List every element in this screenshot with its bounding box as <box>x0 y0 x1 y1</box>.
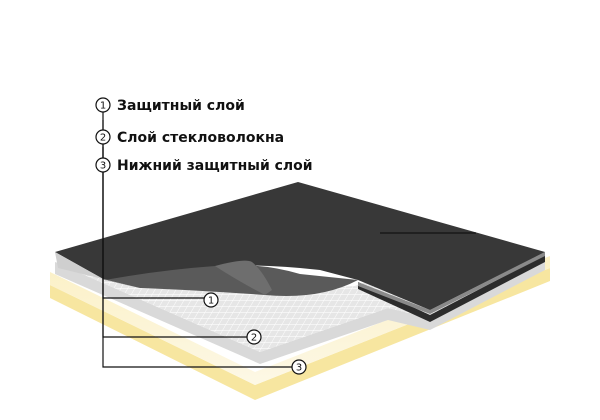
callout-circle-3 <box>291 359 307 375</box>
callout-circle-1 <box>203 292 219 308</box>
legend-num-2: 2 <box>100 133 106 144</box>
callout-num-1: 1 <box>208 296 214 307</box>
legend-num-circle-2 <box>95 129 111 145</box>
legend-label-1: Защитный слой <box>117 98 245 114</box>
callout-num-3: 3 <box>296 363 302 374</box>
legend-item-3: 3 Нижний защитный слой <box>95 157 313 174</box>
legend-label-3: Нижний защитный слой <box>117 158 313 174</box>
callout-3: 3 <box>291 359 307 375</box>
legend-item-1: 1 Защитный слой <box>95 97 245 114</box>
legend-num-3: 3 <box>100 161 106 172</box>
callout-1: 1 <box>203 292 219 308</box>
legend-item-2: 2 Слой стекловолокна <box>95 129 284 146</box>
top-protective-layer <box>55 182 545 322</box>
legend: 1 Защитный слой 2 Слой стекловолокна 3 Н… <box>95 97 313 174</box>
callout-markers: 1 2 3 <box>203 292 307 375</box>
legend-num-1: 1 <box>100 101 106 112</box>
callout-circle-2 <box>246 329 262 345</box>
legend-leaders <box>102 112 292 368</box>
callout-num-2: 2 <box>251 333 257 344</box>
callout-2: 2 <box>246 329 262 345</box>
legend-num-circle-3 <box>95 157 111 173</box>
legend-label-2: Слой стекловолокна <box>117 130 284 146</box>
legend-num-circle-1 <box>95 97 111 113</box>
